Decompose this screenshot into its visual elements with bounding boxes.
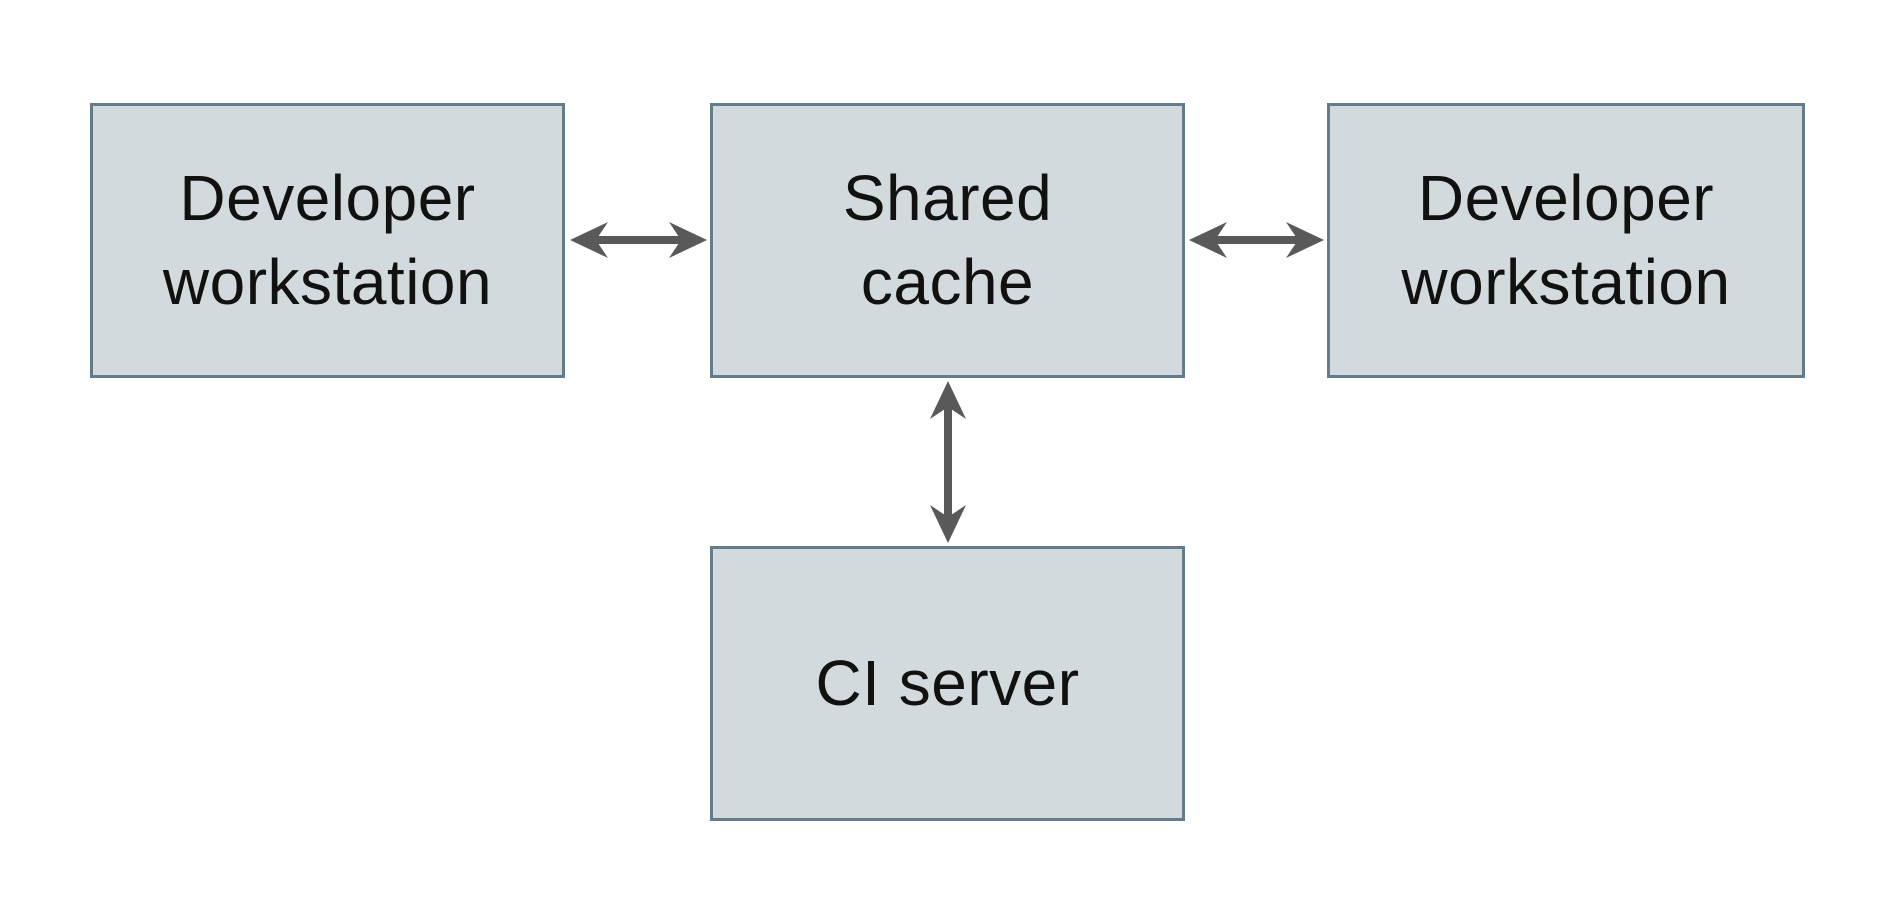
- node-label: Developer workstation: [162, 162, 493, 318]
- node-developer-workstation-left: Developer workstation: [90, 103, 565, 378]
- arrow-cache-right-workstation: [1189, 222, 1324, 258]
- node-developer-workstation-right: Developer workstation: [1327, 103, 1805, 378]
- node-ci-server: CI server: [710, 546, 1185, 821]
- node-label: Developer workstation: [1401, 162, 1731, 318]
- node-label: CI server: [815, 646, 1080, 719]
- arrow-cache-ci-server: [930, 381, 966, 543]
- arrow-left-workstation-cache: [570, 222, 707, 258]
- node-shared-cache: Shared cache: [710, 103, 1185, 378]
- node-label: Shared cache: [842, 162, 1053, 318]
